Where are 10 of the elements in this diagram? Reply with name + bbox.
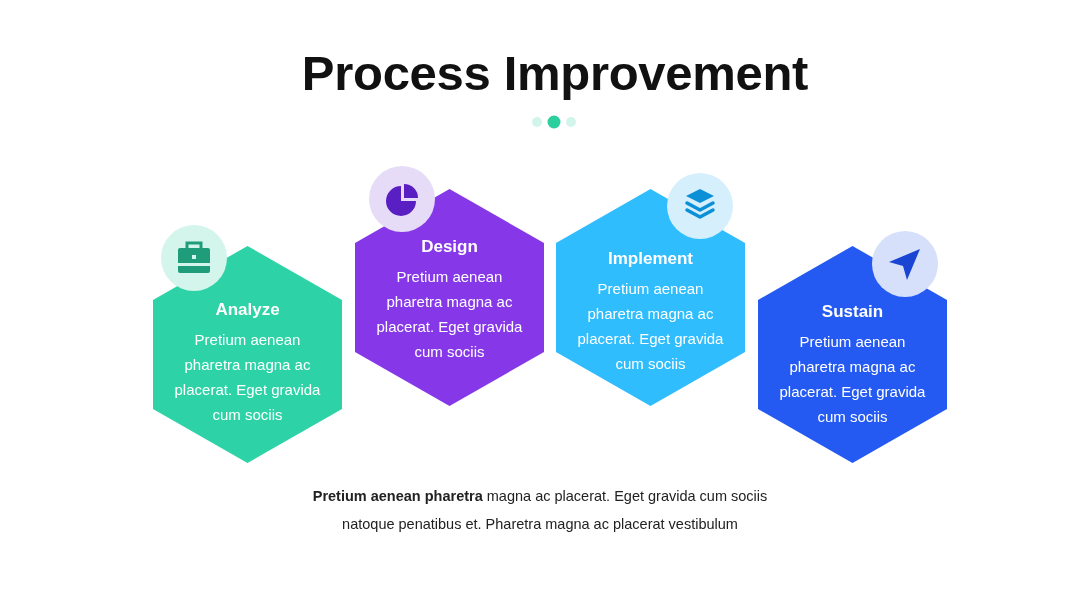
step-title: Implement [608, 248, 693, 270]
step-title: Sustain [821, 301, 884, 323]
description-paragraph: Pretium aenean pharetra magna ac placerat. Eget gravida cum sociis natoque penatibus et. Pharetra magna ac placerat vestibulum [311, 487, 769, 534]
step-description: Pretium aenean pharetra magna ac placerat. Eget gravida cum sociis [375, 267, 524, 362]
step-title: Analyze [215, 299, 280, 321]
step-description: Pretium aenean pharetra magna ac placerat. Eget gravida cum sociis [778, 332, 927, 427]
slide-title: Process Improvement [301, 45, 809, 102]
step-description: Pretium aenean pharetra magna ac placerat. Eget gravida cum sociis [576, 279, 725, 374]
step-title: Design [421, 236, 478, 258]
step-description: Pretium aenean pharetra magna ac placerat. Eget gravida cum sociis [173, 330, 322, 425]
